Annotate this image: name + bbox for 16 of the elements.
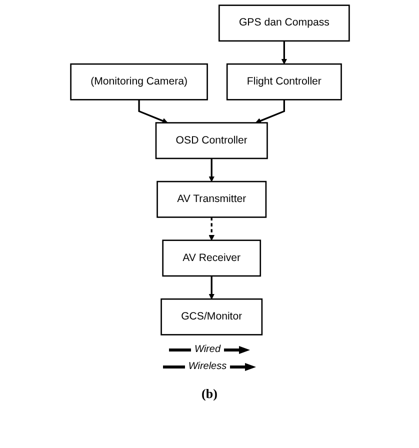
arrow: [138, 100, 168, 124]
node-box: GCS/Monitor: [160, 298, 262, 336]
arrow: [254, 100, 284, 124]
node-box: AV Receiver: [162, 240, 261, 277]
arrow: [208, 276, 214, 300]
node-box: GPS dan Compass: [218, 4, 350, 42]
arrow: [208, 158, 214, 182]
node-box: AV Transmitter: [156, 180, 266, 218]
caption: (b): [202, 386, 218, 402]
arrow: [208, 217, 214, 241]
node-box: (Monitoring Camera): [70, 63, 208, 100]
legend-text: Wired: [194, 344, 221, 355]
node-box: Flight Controller: [226, 63, 342, 100]
arrow: [280, 40, 287, 64]
legend-text: Wireless: [188, 361, 227, 372]
node-box: OSD Controller: [154, 122, 268, 160]
